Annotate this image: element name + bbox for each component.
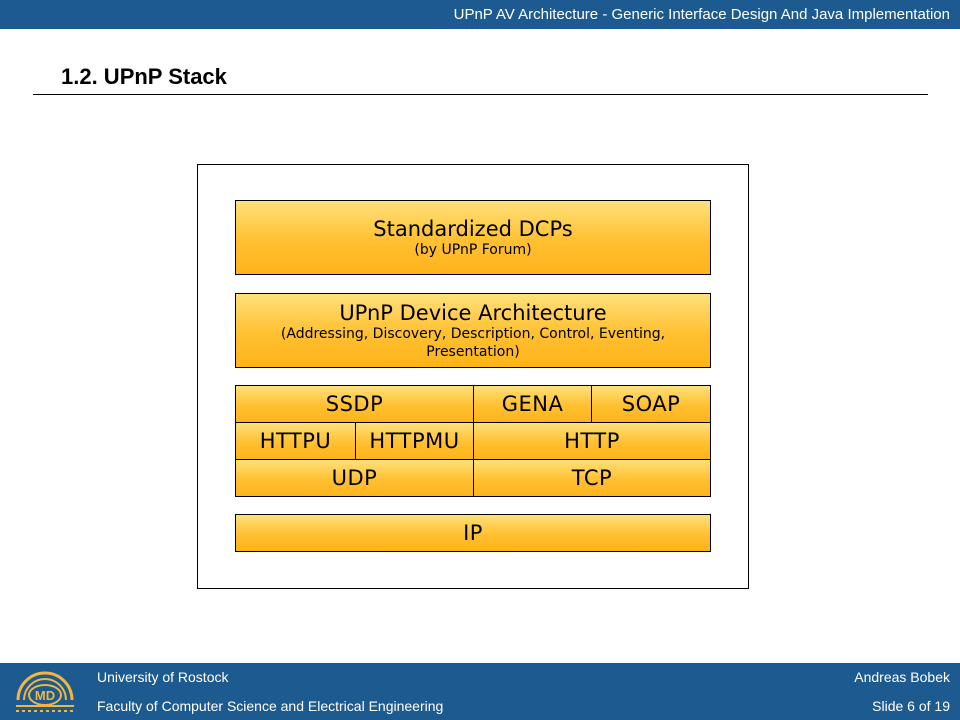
- logo-text: MD: [35, 688, 55, 703]
- soap-box: SOAP: [591, 385, 711, 423]
- dcp-layer-subtitle: (by UPnP Forum): [414, 241, 532, 258]
- device-architecture-subtitle-line1: (Addressing, Discovery, Description, Con…: [280, 325, 666, 342]
- tcp-box: TCP: [473, 459, 711, 497]
- httpmu-label: HTTPMU: [369, 429, 460, 453]
- header-bar: UPnP AV Architecture - Generic Interface…: [0, 0, 960, 29]
- udp-label: UDP: [331, 466, 378, 490]
- slide-number: Slide 6 of 19: [872, 698, 950, 714]
- ip-label: IP: [463, 521, 483, 545]
- device-architecture-box: UPnP Device Architecture (Addressing, Di…: [235, 293, 711, 368]
- httpu-box: HTTPU: [235, 422, 356, 460]
- university-name: University of Rostock: [97, 669, 229, 685]
- tcp-label: TCP: [571, 466, 613, 490]
- dcp-layer-title: Standardized DCPs: [373, 216, 573, 241]
- ssdp-box: SSDP: [235, 385, 474, 423]
- upnp-stack-diagram: Standardized DCPs (by UPnP Forum) UPnP D…: [197, 164, 749, 589]
- http-label: HTTP: [564, 429, 620, 453]
- device-architecture-subtitle-line2: Presentation): [426, 343, 520, 360]
- gena-box: GENA: [473, 385, 592, 423]
- university-logo-icon: MD: [16, 671, 74, 712]
- ssdp-label: SSDP: [325, 392, 384, 416]
- httpu-label: HTTPU: [259, 429, 332, 453]
- title-divider: [33, 94, 928, 95]
- slide-title: 1.2. UPnP Stack: [61, 64, 227, 89]
- author-name: Andreas Bobek: [854, 669, 950, 685]
- gena-label: GENA: [501, 392, 564, 416]
- dcp-layer-box: Standardized DCPs (by UPnP Forum): [235, 200, 711, 275]
- httpmu-box: HTTPMU: [355, 422, 474, 460]
- ip-box: IP: [235, 514, 711, 552]
- http-box: HTTP: [473, 422, 711, 460]
- footer-bar: MD University of Rostock Faculty of Comp…: [0, 663, 960, 720]
- soap-label: SOAP: [621, 392, 681, 416]
- udp-box: UDP: [235, 459, 474, 497]
- faculty-name: Faculty of Computer Science and Electric…: [97, 698, 444, 714]
- presentation-title: UPnP AV Architecture - Generic Interface…: [453, 6, 950, 23]
- device-architecture-title: UPnP Device Architecture: [339, 300, 607, 325]
